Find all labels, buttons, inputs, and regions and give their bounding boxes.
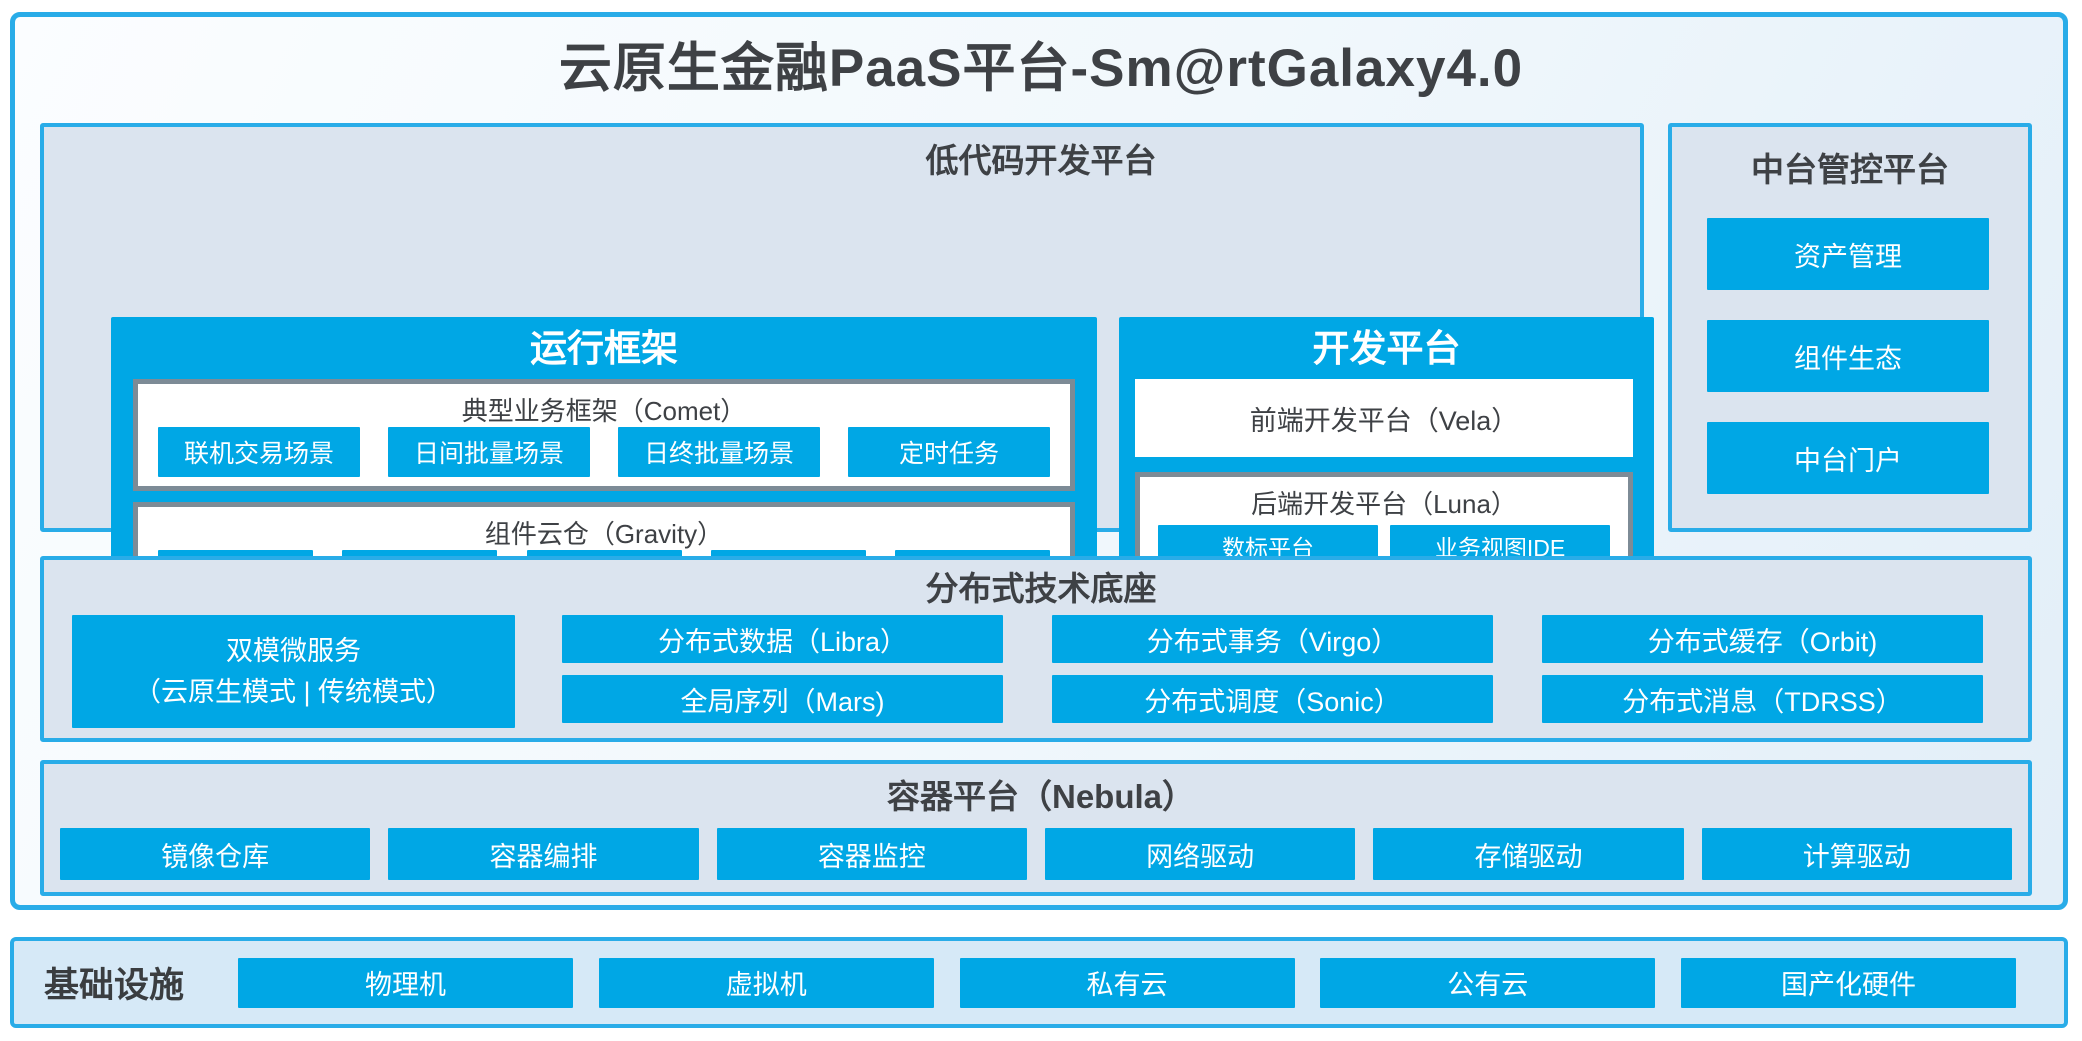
dev-platform-title: 开发平台	[1312, 328, 1461, 369]
dist-item-transaction-virgo: 分布式事务（Virgo）	[1052, 615, 1493, 663]
infra-item-domestic-hardware: 国产化硬件	[1681, 957, 2016, 1008]
mid-item-portal: 中台门户	[1707, 422, 1989, 494]
comet-button-row: 联机交易场景 日间批量场景 日终批量场景 定时任务	[158, 427, 1050, 477]
infra-item-physical-machine: 物理机	[238, 957, 573, 1008]
infra-item-virtual-machine: 虚拟机	[598, 957, 934, 1008]
dist-item-message-tdrss: 分布式消息（TDRSS）	[1542, 675, 1983, 723]
section-mid-platform: 中台管控平台 资产管理 组件生态 中台门户	[1668, 123, 2032, 532]
infrastructure-label: 基础设施	[44, 966, 185, 1005]
container-item-monitoring: 容器监控	[716, 828, 1027, 880]
section-lowcode-platform: 运行框架 典型业务框架（Comet） 联机交易场景 日间批量场景 日终批量场景 …	[40, 123, 1654, 635]
luna-title: 后端开发平台（Luna）	[1251, 489, 1517, 519]
dist-item-data-libra: 分布式数据（Libra）	[562, 615, 1003, 663]
runtime-framework-title: 运行框架	[530, 328, 678, 369]
comet-item-eod-batch: 日终批量场景	[618, 427, 820, 477]
container-item-storage-driver: 存储驱动	[1373, 828, 1684, 880]
mid-platform-label: 中台管控平台	[1751, 151, 1949, 188]
dist-item-sequence-mars: 全局序列（Mars)	[562, 675, 1003, 723]
section-container-platform: 镜像仓库 容器编排 容器监控 网络驱动 存储驱动 计算驱动	[40, 760, 2032, 896]
section-distributed-base: 双模微服务 （云原生模式 | 传统模式） 分布式数据（Libra） 全局序列（M…	[40, 556, 2032, 742]
container-item-orchestration: 容器编排	[388, 828, 699, 880]
mid-item-component-ecosystem: 组件生态	[1707, 320, 1989, 392]
dual-mode-microservice-block: 双模微服务 （云原生模式 | 传统模式）	[72, 615, 515, 728]
infrastructure-bar: 基础设施 物理机 虚拟机 私有云 公有云 国产化硬件	[10, 937, 2068, 1028]
container-item-image-registry: 镜像仓库	[60, 828, 371, 880]
gravity-title: 组件云仓（Gravity）	[484, 519, 724, 549]
container-item-network-driver: 网络驱动	[1044, 828, 1356, 880]
container-button-row: 镜像仓库 容器编排 容器监控 网络驱动 存储驱动 计算驱动	[60, 828, 2012, 880]
infra-item-public-cloud: 公有云	[1320, 957, 1656, 1008]
comet-item-scheduled-task: 定时任务	[848, 427, 1050, 477]
page-title: 云原生金融PaaS平台-Sm@rtGalaxy4.0	[558, 39, 1524, 98]
infra-item-private-cloud: 私有云	[959, 957, 1295, 1008]
infrastructure-button-row: 物理机 虚拟机 私有云 公有云 国产化硬件	[238, 957, 2016, 1008]
dist-item-cache-orbit: 分布式缓存（Orbit)	[1542, 615, 1983, 663]
dual-mode-line2: （云原生模式 | 传统模式）	[133, 676, 454, 707]
mid-item-asset-management: 资产管理	[1707, 218, 1989, 290]
dist-item-scheduler-sonic: 分布式调度（Sonic）	[1052, 675, 1493, 723]
container-item-compute-driver: 计算驱动	[1701, 828, 2012, 880]
comet-item-day-batch: 日间批量场景	[388, 427, 590, 477]
comet-item-online-trade: 联机交易场景	[158, 427, 360, 477]
comet-framework-box: 典型业务框架（Comet） 联机交易场景 日间批量场景 日终批量场景 定时任务	[133, 379, 1075, 491]
comet-title: 典型业务框架（Comet）	[461, 396, 747, 426]
vela-frontend-box: 前端开发平台（Vela）	[1135, 379, 1633, 457]
dual-mode-line1: 双模微服务	[226, 636, 361, 666]
